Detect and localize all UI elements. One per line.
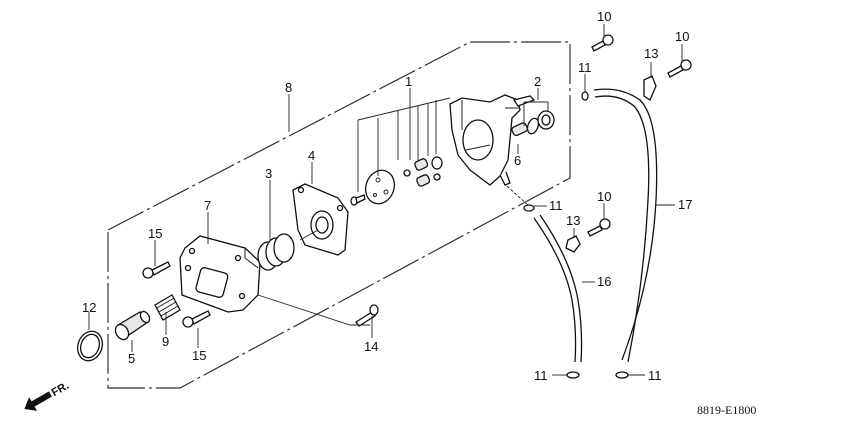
- part-17-hose[interactable]: [593, 88, 658, 363]
- callout-5: 5: [128, 351, 135, 366]
- part-11-clip-bottom-right[interactable]: [615, 371, 629, 379]
- part-13-clamp-mid[interactable]: [565, 235, 581, 253]
- part-4-diaphragm-plate[interactable]: [292, 183, 349, 256]
- callout-11-mid: 11: [549, 198, 563, 213]
- callout-11-bottom-right: 11: [648, 368, 662, 383]
- screw[interactable]: [350, 194, 366, 206]
- callout-8: 8: [285, 80, 292, 95]
- part-13-clamp-top[interactable]: [643, 75, 657, 101]
- part-2-cap-seal[interactable]: [526, 110, 555, 135]
- arrow-icon: [24, 391, 52, 411]
- callout-3: 3: [265, 166, 272, 181]
- part-15-bolt-lower[interactable]: [182, 310, 211, 328]
- callout-15-upper: 15: [148, 226, 162, 241]
- callout-13-mid: 13: [566, 213, 580, 228]
- callout-1: 1: [405, 74, 412, 89]
- part-15-bolt-upper[interactable]: [142, 261, 171, 279]
- callout-16: 16: [597, 274, 611, 289]
- part-6-check-valve[interactable]: [511, 122, 529, 137]
- part-14-bolt[interactable]: [355, 304, 379, 327]
- part-3-spring[interactable]: [257, 233, 295, 271]
- callout-11-bottom-left: 11: [534, 368, 548, 383]
- callout-10-right: 10: [675, 29, 689, 44]
- callout-10-mid: 10: [597, 189, 611, 204]
- pump-body[interactable]: [449, 94, 536, 186]
- callout-6: 6: [514, 153, 521, 168]
- callout-17: 17: [678, 197, 692, 212]
- assembly-outline: [107, 41, 571, 389]
- callout-7: 7: [204, 198, 211, 213]
- front-label: FR.: [50, 380, 71, 399]
- part-9-spring[interactable]: [154, 294, 181, 321]
- part-11-clip-top[interactable]: [581, 91, 589, 101]
- valve-plate[interactable]: [361, 166, 399, 208]
- part-10-bolt-right[interactable]: [667, 59, 692, 78]
- callout-14: 14: [364, 339, 378, 354]
- part-16-hose[interactable]: [533, 214, 583, 363]
- callout-15-lower: 15: [192, 348, 206, 363]
- callout-10-top: 10: [597, 9, 611, 24]
- part-5-plunger[interactable]: [113, 310, 152, 342]
- part-10-bolt-mid[interactable]: [587, 218, 611, 237]
- part-12-o-ring[interactable]: [74, 328, 107, 364]
- callout-4: 4: [308, 148, 315, 163]
- front-direction-indicator: FR.: [24, 380, 71, 411]
- callout-2: 2: [534, 74, 541, 89]
- part-11-clip-mid[interactable]: [523, 204, 535, 212]
- part-7-cover-block[interactable]: [179, 235, 261, 313]
- part-10-bolt-top[interactable]: [591, 34, 614, 52]
- diagram-reference-code: 8819-E1800: [697, 403, 756, 417]
- callout-11-top: 11: [578, 60, 592, 75]
- leader-lines: [88, 24, 683, 376]
- part-11-clip-bottom-left[interactable]: [566, 371, 580, 379]
- callout-12: 12: [82, 300, 96, 315]
- part-1-valve-kit[interactable]: [403, 156, 443, 187]
- callout-13-top: 13: [644, 46, 658, 61]
- callout-9: 9: [162, 334, 169, 349]
